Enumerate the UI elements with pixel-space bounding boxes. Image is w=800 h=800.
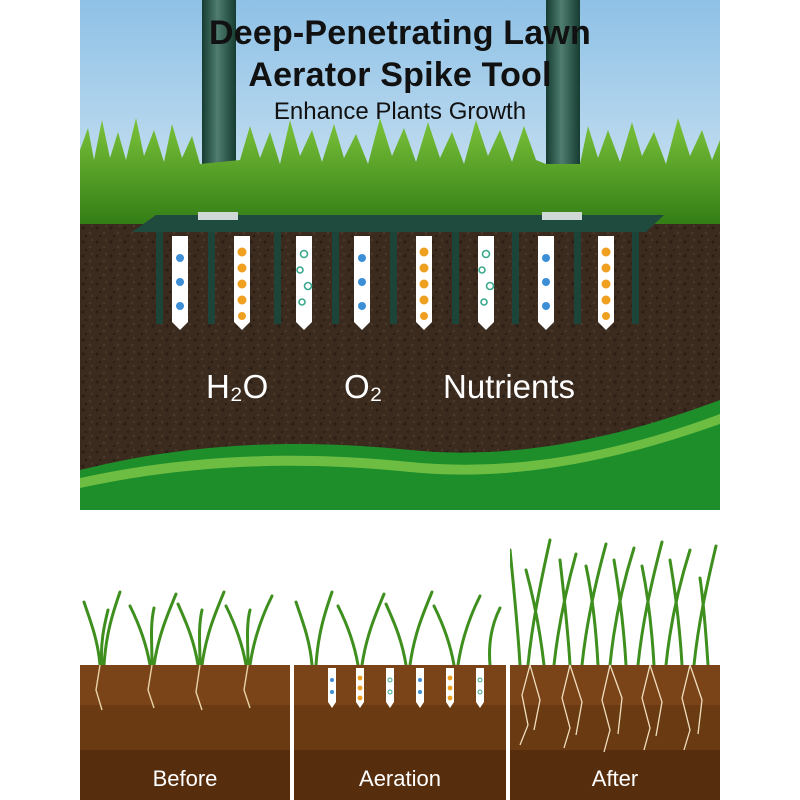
stage-panel-aeration: Aeration — [294, 530, 506, 800]
hero-illustration — [80, 0, 720, 510]
water-drops — [176, 254, 550, 310]
nutrient-granules — [237, 247, 611, 320]
headline-line-2: Aerator Spike Tool — [248, 56, 552, 94]
aeration-illustration — [294, 530, 506, 800]
root-system — [519, 664, 703, 753]
after-illustration — [510, 530, 720, 800]
grass-band — [80, 118, 720, 230]
stage-label-after: After — [591, 766, 639, 791]
stage-label-aeration: Aeration — [359, 766, 441, 791]
headline-line-1: Deep-Penetrating Lawn — [208, 14, 592, 52]
spikes — [156, 232, 639, 324]
nutrients-label: Nutrients — [443, 368, 576, 405]
oxygen-label: O₂ — [344, 368, 383, 405]
water-label: H₂O — [206, 368, 269, 405]
stage-panel-after: After — [510, 530, 720, 800]
stage-panel-before: Before — [80, 530, 290, 800]
tool-plate — [132, 215, 664, 232]
stage-label-before: Before — [152, 766, 218, 791]
aerator-scene — [80, 0, 720, 510]
subtitle: Enhance Plants Growth — [273, 98, 527, 125]
green-wave — [80, 400, 720, 510]
before-illustration — [80, 530, 290, 800]
oxygen-bubbles — [296, 249, 495, 306]
